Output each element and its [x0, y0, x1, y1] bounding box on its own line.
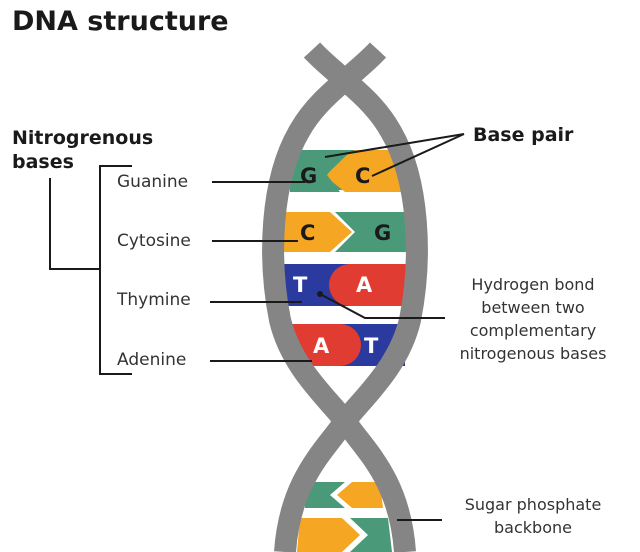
cytosine-block: [337, 482, 383, 508]
nitrogenous-heading-line1: Nitrogrenous: [12, 127, 153, 149]
guanine-block: [335, 212, 408, 252]
thymine-letter: T: [364, 334, 379, 358]
backbone-strand-right: [274, 42, 428, 552]
leader-base-pair-2: [371, 133, 465, 177]
label-hydrogen-bond-line3: complementary: [470, 321, 596, 340]
cytosine-block-shape: [335, 150, 405, 192]
base-pair-thymine-adenine: T A: [283, 264, 408, 306]
adenine-block: [290, 324, 361, 366]
leader-hydrogen-bond: [319, 293, 445, 319]
label-cytosine: Cytosine: [117, 231, 191, 251]
label-hydrogen-bond-line4: nitrogenous bases: [460, 344, 607, 363]
backbone-strand-left: [262, 42, 416, 552]
guanine-letter: G: [300, 164, 317, 188]
base-pair-cytosine-guanine: C G: [283, 212, 408, 252]
cytosine-letter: C: [300, 221, 315, 245]
adenine-letter: A: [356, 273, 373, 297]
guanine-block: [350, 518, 392, 552]
label-hydrogen-bond-line1: Hydrogen bond: [471, 275, 594, 294]
guanine-block: [305, 482, 345, 508]
cytosine-block: [283, 212, 352, 252]
cytosine-block: [297, 518, 360, 552]
bases-bracket: [49, 165, 132, 375]
adenine-block: [329, 264, 408, 306]
nitrogenous-bases-labels: Nitrogrenous bases Guanine Cytosine Thym…: [12, 127, 312, 375]
base-pair-bottom-1: [305, 482, 383, 508]
thymine-letter: T: [293, 273, 308, 297]
label-base-pair: Base pair: [473, 124, 574, 146]
annotation-labels: Base pair Hydrogen bond between two comp…: [317, 124, 606, 537]
label-thymine: Thymine: [116, 290, 191, 310]
label-guanine: Guanine: [117, 172, 188, 192]
guanine-letter: G: [374, 221, 391, 245]
leader-base-pair-1: [324, 133, 465, 158]
label-backbone-line1: Sugar phosphate: [465, 495, 602, 514]
sugar-phosphate-backbone: [262, 42, 428, 552]
base-pair-guanine-cytosine: G C: [290, 150, 405, 192]
diagram-title: DNA structure: [12, 6, 229, 37]
nitrogenous-heading-line2: bases: [12, 151, 74, 173]
adenine-letter: A: [313, 334, 330, 358]
label-hydrogen-bond-line2: between two: [481, 298, 584, 317]
base-pairs: G C C G T A A T: [283, 150, 408, 552]
cytosine-letter: C: [355, 164, 370, 188]
label-backbone-line2: backbone: [494, 518, 572, 537]
base-pair-bottom-2: [297, 518, 392, 552]
label-adenine: Adenine: [117, 350, 186, 370]
